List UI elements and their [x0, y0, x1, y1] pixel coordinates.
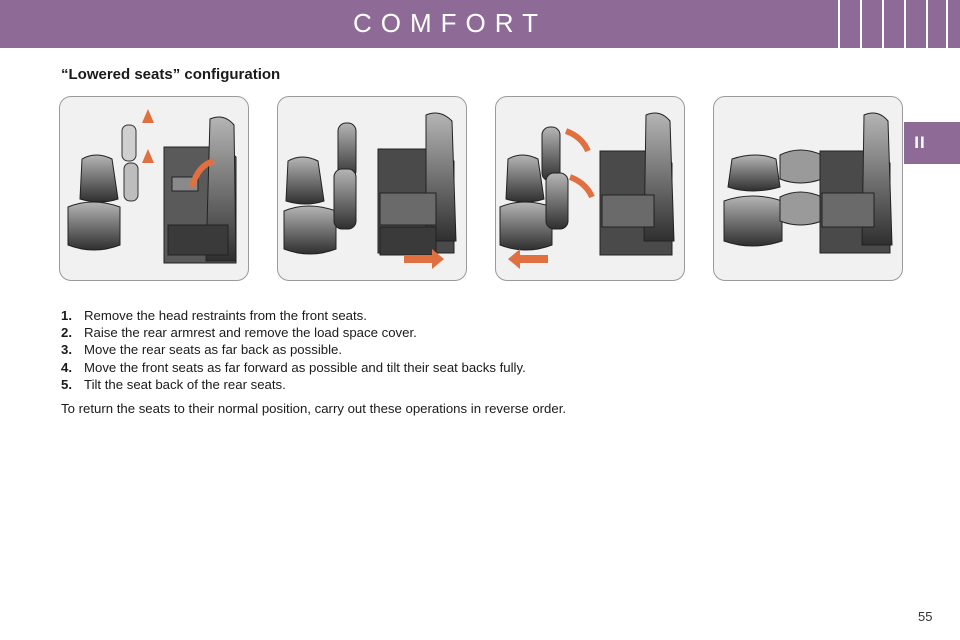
- instruction-steps: 1.Remove the head restraints from the fr…: [61, 307, 526, 393]
- section-tab: II: [904, 122, 960, 164]
- chapter-title: COMFORT: [353, 8, 547, 38]
- step-figure-2: [277, 96, 467, 281]
- step-item: 2.Raise the rear armrest and remove the …: [61, 325, 417, 341]
- section-subtitle: “Lowered seats” configuration: [61, 66, 281, 83]
- step-item: 1.Remove the head restraints from the fr…: [61, 308, 367, 323]
- step-figure-1: [59, 96, 249, 281]
- step-item: 3.Move the rear seats as far back as pos…: [61, 342, 343, 358]
- step-figure-3: [495, 96, 685, 281]
- footer-note: To return the seats to their normal posi…: [61, 401, 567, 416]
- page-header: COMFORT: [0, 0, 960, 48]
- step-figure-4: [713, 96, 903, 281]
- step-item: 5.Tilt the seat back of the rear seats.: [61, 376, 286, 392]
- step-item: 4.Move the front seats as far forward as…: [61, 359, 526, 375]
- page-number: 55: [918, 609, 933, 624]
